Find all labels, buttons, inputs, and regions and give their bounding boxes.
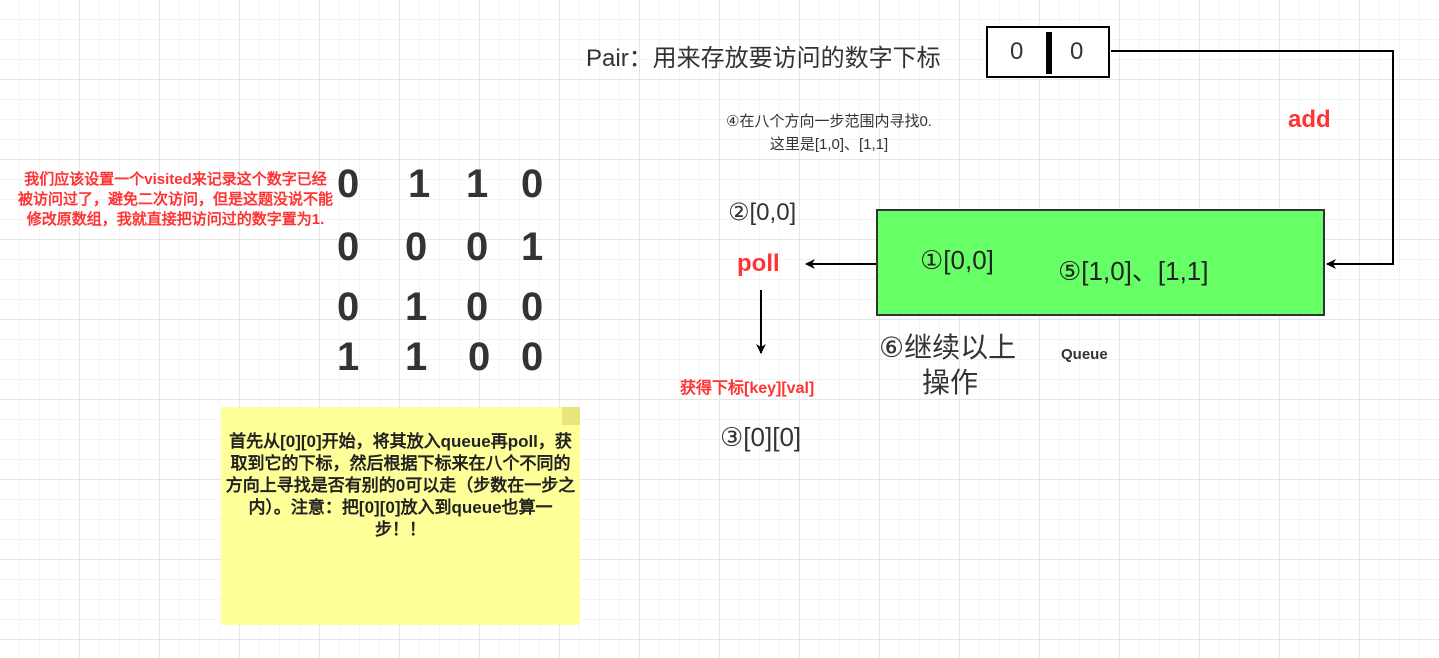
matrix-cell: 1 <box>405 285 428 329</box>
matrix-cell: 1 <box>408 162 431 206</box>
queue-label: Queue <box>1061 346 1108 363</box>
matrix-cell: 0 <box>405 225 428 269</box>
queue-item-5: ⑤[1,0]、[1,1] <box>1058 256 1209 286</box>
matrix-cell: 0 <box>337 285 360 329</box>
step6-line2: 操作 <box>922 367 979 398</box>
matrix-cell: 0 <box>521 285 544 329</box>
matrix-cell: 0 <box>466 285 489 329</box>
step4-line2: 这里是[1,0]、[1,1] <box>769 136 889 153</box>
matrix-cell: 1 <box>521 225 544 269</box>
pair-box: 0 0 <box>986 26 1110 78</box>
matrix-cell: 0 <box>521 162 544 206</box>
matrix-cell: 0 <box>468 335 491 379</box>
visited-note: 我们应该设置一个visited来记录这个数字已经被访问过了，避免二次访问，但是这… <box>18 171 334 228</box>
step4-line1: ④在八个方向一步范围内寻找0. <box>726 113 932 130</box>
add-arrow <box>1111 50 1394 269</box>
pair-divider <box>1046 32 1052 74</box>
poll-label: poll <box>737 250 780 277</box>
step6-line1: ⑥继续以上 <box>879 332 1017 363</box>
sticky-note: 首先从[0][0]开始，将其放入queue再poll，获取到它的下标，然后根据下… <box>221 407 580 625</box>
matrix-cell: 0 <box>337 162 360 206</box>
matrix-cell: 1 <box>466 162 489 206</box>
get-index-label: 获得下标[key][val] <box>680 380 815 397</box>
pair-left-value: 0 <box>1010 38 1024 65</box>
add-label: add <box>1288 106 1331 133</box>
queue-box: ①[0,0] ⑤[1,0]、[1,1] <box>876 209 1325 316</box>
step2-label: ②[0,0] <box>728 199 797 226</box>
pair-label: Pair：用来存放要访问的数字下标 <box>586 45 941 72</box>
matrix-cell: 1 <box>405 335 428 379</box>
pair-right-value: 0 <box>1070 38 1084 65</box>
matrix-cell: 0 <box>466 225 489 269</box>
step3-label: ③[0][0] <box>720 422 802 452</box>
matrix-cell: 0 <box>337 225 360 269</box>
sticky-note-text: 首先从[0][0]开始，将其放入queue再poll，获取到它的下标，然后根据下… <box>225 432 576 539</box>
queue-item-1: ①[0,0] <box>920 245 994 275</box>
matrix-cell: 0 <box>521 335 544 379</box>
matrix-cell: 1 <box>337 335 360 379</box>
sticky-note-fold <box>562 407 580 425</box>
